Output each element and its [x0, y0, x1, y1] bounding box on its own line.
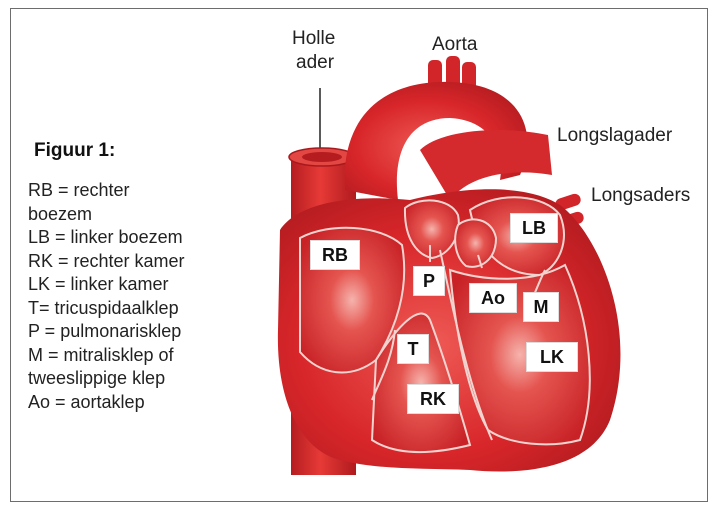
label-longslagader: Longslagader	[557, 125, 672, 147]
tag-p: P	[413, 266, 445, 296]
vena-cava-opening	[302, 152, 342, 162]
label-longsaders: Longsaders	[591, 185, 690, 207]
label-aorta: Aorta	[432, 34, 477, 56]
label-holle-ader-line1: Holle	[292, 28, 335, 50]
tag-rb: RB	[310, 240, 360, 270]
tag-ao: Ao	[469, 283, 517, 313]
label-holle-ader-line2: ader	[296, 52, 334, 74]
tag-m: M	[523, 292, 559, 322]
tag-rk: RK	[407, 384, 459, 414]
tag-t: T	[397, 334, 429, 364]
tag-lk: LK	[526, 342, 578, 372]
tag-lb: LB	[510, 213, 558, 243]
